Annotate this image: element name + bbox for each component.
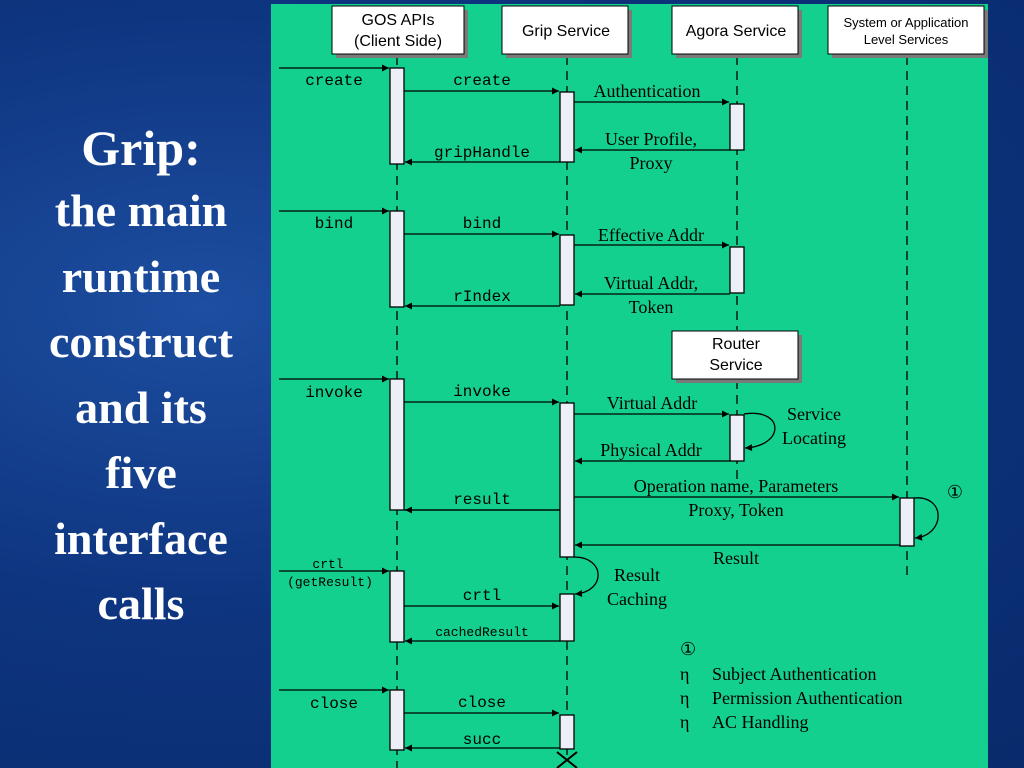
call-create: create create Authentication User Profil… [279,64,745,173]
message-label: (getResult) [287,575,373,590]
message-label: gripHandle [434,144,530,162]
activation-grip [559,402,575,558]
participant-agora-service: Agora Service [671,5,802,58]
destroy-marker [556,751,578,768]
activation-system [899,497,915,547]
message-label: cachedResult [435,625,529,640]
message-label: Operation name, Parameters [634,476,838,496]
title-line: runtime [61,250,221,302]
note-item: Subject Authentication [712,664,876,684]
title-line: five [105,447,177,498]
activation-agora [729,103,745,151]
participant-gos-apis: GOS APIs (Client Side) [331,5,468,58]
activation-grip [559,234,575,306]
participant-label: Service [709,357,762,374]
arrow-result-caching [573,556,599,598]
call-invoke: invoke invoke Virtual Addr Service Locat… [279,375,963,609]
message-label: Authentication [594,81,701,101]
message-label: create [305,72,363,90]
message-label: crtl [463,587,501,605]
slide-title: Grip: the main runtime construct and its… [14,118,268,637]
message-label: Result [713,548,759,568]
title-line: Grip: [81,120,201,176]
message-label: invoke [305,384,363,402]
call-bind: bind bind Effective Addr Virtual Addr, T… [279,207,745,317]
title-line: the main [54,185,228,236]
message-label: create [453,72,511,90]
message-label: Proxy [629,153,672,173]
message-label: Physical Addr [600,440,702,460]
bullet-icon: η [680,688,689,708]
title-line: and its [75,381,207,433]
participant-label: Level Services [864,32,949,47]
participant-grip-service: Grip Service [501,5,632,58]
arrow-service-locating [743,412,776,452]
message-label: invoke [453,383,511,401]
message-label: Locating [782,428,846,448]
participant-label: Grip Service [522,23,610,40]
arrow-system-self [913,497,939,541]
message-label: Effective Addr [598,225,704,245]
message-label: Virtual Addr, [604,273,698,293]
participant-label: Router [712,336,761,353]
activation-router [729,414,745,462]
activation-gos [389,67,405,165]
diagram-background [271,4,988,768]
message-label: crtl [312,557,343,572]
notes-marker: ① [680,639,696,659]
message-label: bind [315,215,353,233]
activation-grip [559,714,575,750]
activation-gos [389,570,405,643]
message-label: Result [614,565,660,585]
participant-label: System or Application [843,15,968,30]
call-close: close close succ [279,686,578,768]
message-label: Service [787,404,841,424]
message-label: Caching [607,589,667,609]
note-item: AC Handling [712,712,809,732]
message-label: Proxy, Token [688,500,783,520]
message-label: result [453,491,511,509]
marker-label: ① [947,482,963,502]
note-item: Permission Authentication [712,688,903,708]
message-label: rIndex [453,288,511,306]
message-label: close [310,695,358,713]
activation-gos [389,689,405,751]
call-crtl: crtl (getResult) crtl cachedResult [279,557,575,645]
message-label: Token [629,297,674,317]
activation-grip [559,91,575,163]
sequence-diagram: .mono { font-family: "Liberation Mono", … [271,4,988,768]
message-label: Virtual Addr [607,393,697,413]
participant-system-services: System or Application Level Services [827,5,988,58]
message-label: close [458,694,506,712]
activation-agora [729,246,745,294]
bullet-icon: η [680,664,689,684]
message-label: succ [463,731,501,749]
title-line: construct [49,316,233,367]
bullet-icon: η [680,712,689,732]
message-label: User Profile, [605,129,697,149]
title-line: calls [97,578,185,629]
participant-label: Agora Service [686,23,787,40]
participant-label: GOS APIs [362,12,435,29]
activation-gos [389,378,405,511]
activation-gos [389,210,405,308]
participant-router-service: Router Service [671,330,802,383]
activation-grip [559,593,575,642]
title-line: interface [54,512,228,564]
message-label: bind [463,215,501,233]
notes-legend: ① η Subject Authentication η Permission … [680,639,903,732]
participant-label: (Client Side) [354,33,442,50]
